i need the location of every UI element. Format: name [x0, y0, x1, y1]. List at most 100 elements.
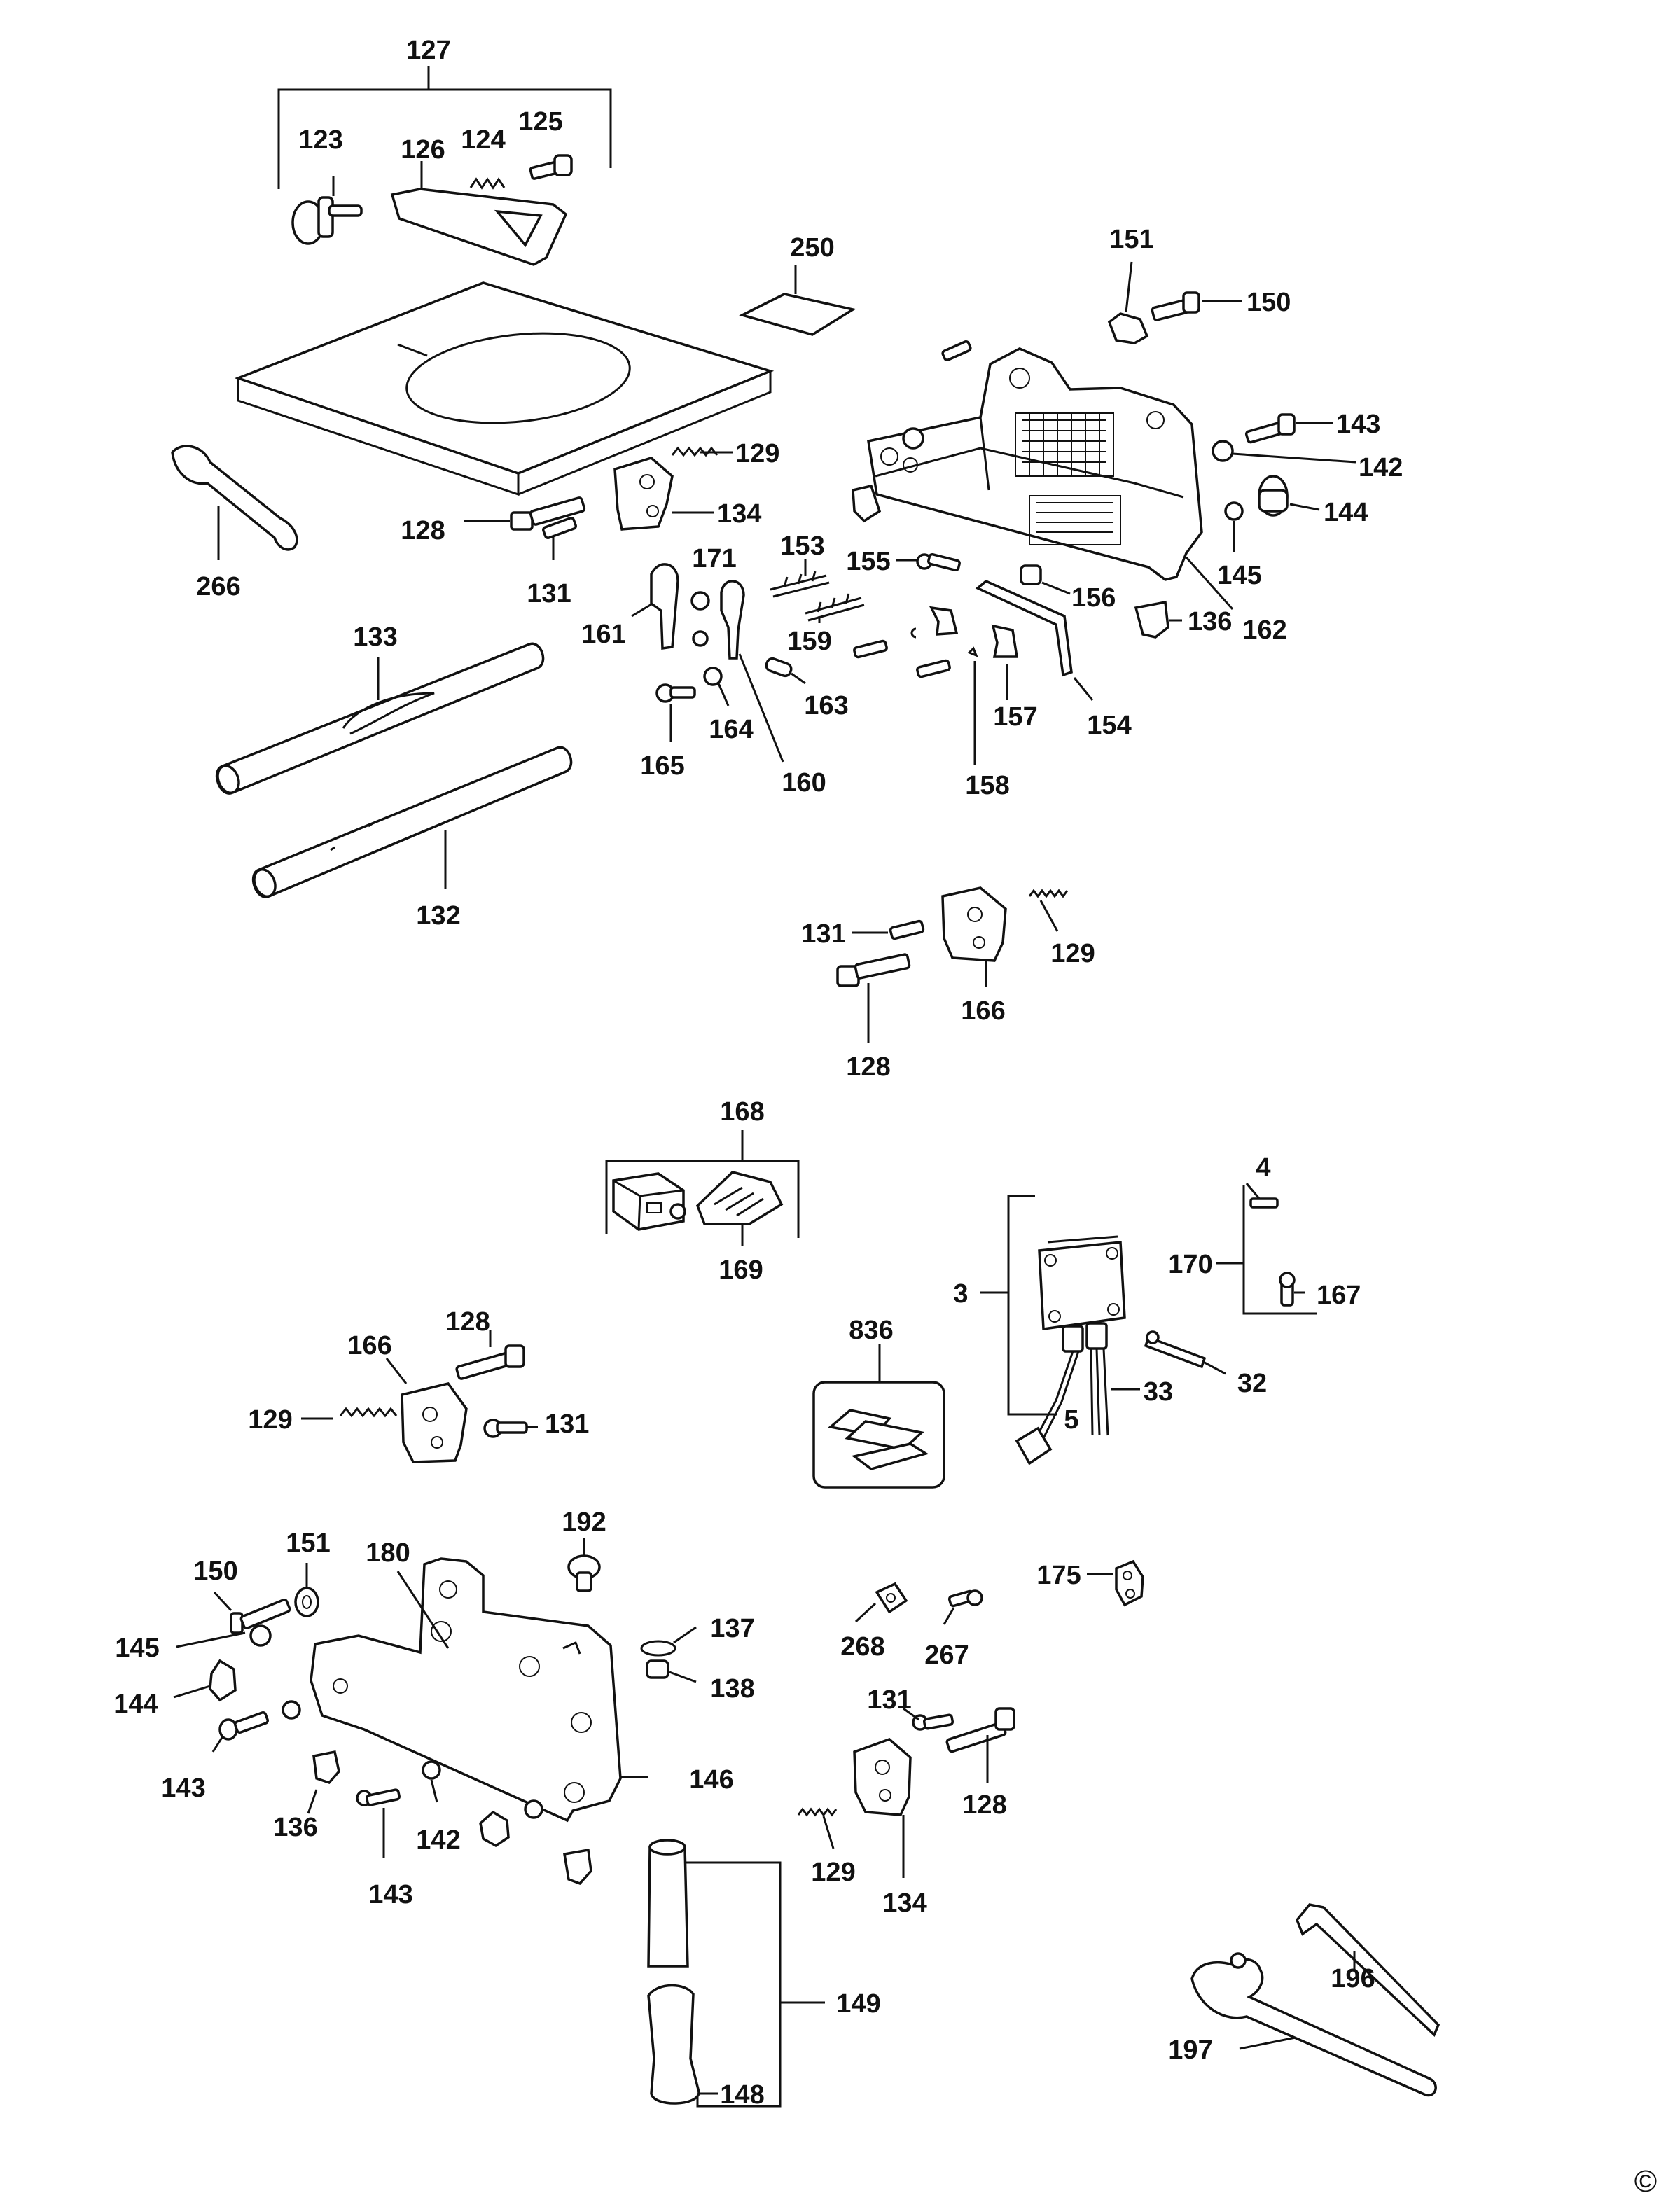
part-134-clamp-block	[613, 457, 714, 531]
label-163: 163	[804, 691, 848, 720]
part-128-bolt-top	[464, 496, 586, 531]
part-157-clip	[991, 624, 1019, 700]
label-129-bottom: 129	[811, 1858, 855, 1887]
label-268: 268	[840, 1632, 884, 1662]
part-197-spanner	[1190, 1952, 1437, 2097]
label-149: 149	[836, 1989, 880, 2019]
label-136-low: 136	[273, 1813, 317, 1842]
part-142-nut-top	[902, 427, 1356, 464]
label-159: 159	[787, 627, 831, 656]
part-136-cap-top	[1134, 600, 1182, 639]
part-125-screw	[529, 154, 573, 180]
label-128-mid: 128	[846, 1052, 890, 1082]
part-4-screw	[1245, 1183, 1279, 1209]
part-128-bolt-mid	[836, 953, 911, 1043]
label-132: 132	[416, 901, 460, 931]
part-144-knob-low	[173, 1659, 237, 1702]
label-144-low: 144	[113, 1690, 158, 1719]
part-159-screw	[805, 593, 865, 623]
label-154: 154	[1087, 711, 1131, 740]
bracket-3	[980, 1195, 1057, 1416]
label-150-low: 150	[193, 1557, 237, 1586]
part-132-support-tube	[251, 746, 573, 898]
part-149-tube-upper	[647, 1839, 689, 1968]
label-126: 126	[401, 135, 445, 165]
label-129-low: 129	[248, 1405, 292, 1435]
part-3-junction-box	[1015, 1235, 1126, 1465]
part-137-ring	[640, 1626, 697, 1657]
label-266: 266	[196, 572, 240, 601]
label-33: 33	[1144, 1377, 1173, 1407]
part-126-guard-plate	[390, 161, 568, 266]
label-146: 146	[689, 1765, 733, 1795]
label-171: 171	[692, 544, 736, 573]
label-127: 127	[406, 36, 450, 65]
label-836: 836	[849, 1316, 893, 1345]
label-170: 170	[1168, 1250, 1212, 1279]
part-129-spring-bottom	[797, 1807, 838, 1849]
label-136: 136	[1188, 607, 1232, 636]
part-163-pin	[765, 657, 806, 685]
part-123-guard-pin	[291, 176, 363, 245]
label-123: 123	[298, 125, 342, 155]
label-143-low-mid: 143	[368, 1880, 412, 1909]
part-143-screw-low-mid	[356, 1788, 401, 1858]
bracket-170	[1216, 1185, 1317, 1315]
part-number-labels: 127 123 126 124 125 250 151 150 143 142 …	[113, 36, 1403, 2110]
label-144: 144	[1324, 498, 1368, 527]
part-138-nut	[646, 1659, 697, 1683]
part-124-spring	[469, 177, 506, 190]
label-134: 134	[717, 499, 761, 529]
part-143-bolt-top	[1244, 413, 1333, 444]
label-150: 150	[1247, 288, 1291, 317]
label-134-bottom: 134	[882, 1888, 926, 1918]
label-167: 167	[1317, 1281, 1361, 1310]
leader-180	[396, 1571, 450, 1649]
label-137: 137	[710, 1614, 754, 1643]
label-129-mid: 129	[1050, 939, 1095, 968]
part-266-wrench	[171, 445, 298, 560]
label-124: 124	[461, 125, 505, 155]
part-151-washer-low	[294, 1563, 319, 1617]
label-148: 148	[720, 2080, 764, 2110]
label-197: 197	[1168, 2035, 1212, 2065]
part-144-knob-top	[1258, 475, 1320, 517]
part-148-tube-lower	[647, 1984, 718, 2105]
label-196: 196	[1331, 1964, 1375, 1993]
part-192-knob	[567, 1538, 601, 1592]
part-143-bolt-low	[211, 1711, 269, 1753]
part-142-nut-low	[282, 1700, 441, 1803]
part-128-bolt-bottom	[945, 1707, 1015, 1783]
label-153: 153	[780, 531, 824, 561]
part-145-washer-low	[176, 1624, 272, 1648]
label-158: 158	[965, 771, 1009, 800]
label-145: 145	[1217, 561, 1261, 590]
label-175: 175	[1036, 1561, 1081, 1590]
label-166-low: 166	[347, 1331, 391, 1360]
part-128-bolt-low	[455, 1330, 525, 1380]
label-4: 4	[1256, 1153, 1270, 1183]
part-knob-low-146	[479, 1799, 592, 1886]
label-168: 168	[720, 1097, 764, 1127]
copyright-symbol: ©	[1634, 2164, 1657, 2199]
part-166-clamp-low	[385, 1358, 468, 1463]
part-167-screw	[1279, 1272, 1305, 1307]
label-164: 164	[709, 715, 753, 744]
label-192: 192	[562, 1508, 606, 1537]
part-32-cable-clamp	[1144, 1330, 1226, 1375]
part-134-clamp-bottom	[853, 1738, 912, 1878]
part-171-washer	[690, 591, 710, 647]
label-151: 151	[1109, 225, 1153, 254]
label-133: 133	[353, 622, 397, 652]
part-screw-near-162	[852, 340, 972, 523]
part-268-clip	[854, 1582, 908, 1623]
part-129-spring-mid	[1028, 889, 1069, 932]
part-145-washer-top	[1224, 501, 1244, 552]
part-131-screw-low	[483, 1419, 538, 1438]
part-158-clip	[853, 606, 978, 765]
part-154-hex-key	[975, 579, 1094, 701]
part-161-lever	[631, 563, 679, 650]
part-169-switch-cover	[695, 1171, 784, 1246]
part-165-screw	[655, 683, 696, 742]
